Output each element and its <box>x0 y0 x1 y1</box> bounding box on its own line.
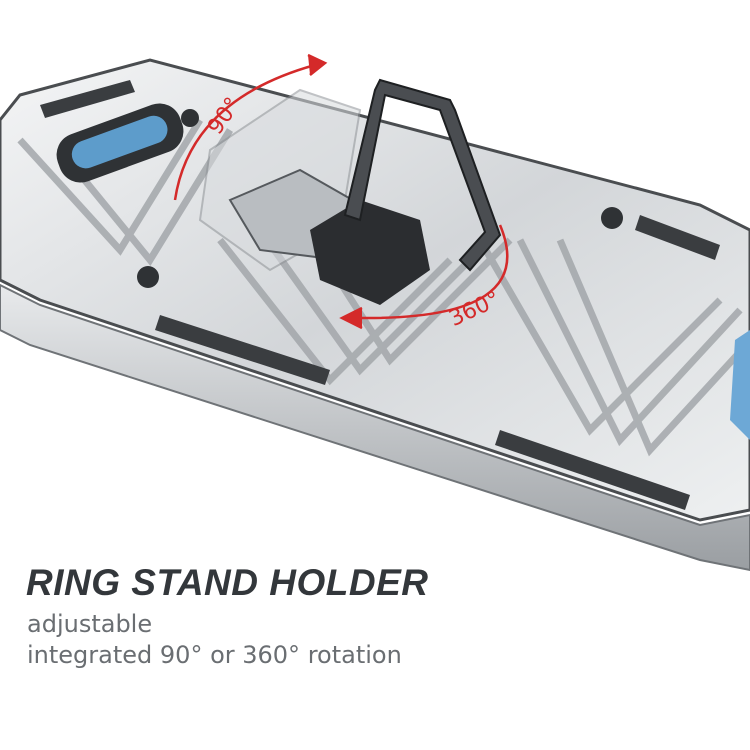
trim-bars <box>40 80 720 510</box>
subtitle-adjustable: adjustable <box>27 610 153 638</box>
case-side-edge <box>0 283 750 572</box>
ring-holder <box>198 78 502 305</box>
chevron-ridges <box>17 118 750 457</box>
rotation-arrow <box>339 224 509 330</box>
phone-screen-corner <box>730 330 750 440</box>
product-title: RING STAND HOLDER <box>26 562 429 603</box>
subtitle-rotation: integrated 90° or 360° rotation <box>27 641 402 669</box>
tilt-arrow <box>173 53 328 201</box>
camera-window <box>56 103 184 183</box>
